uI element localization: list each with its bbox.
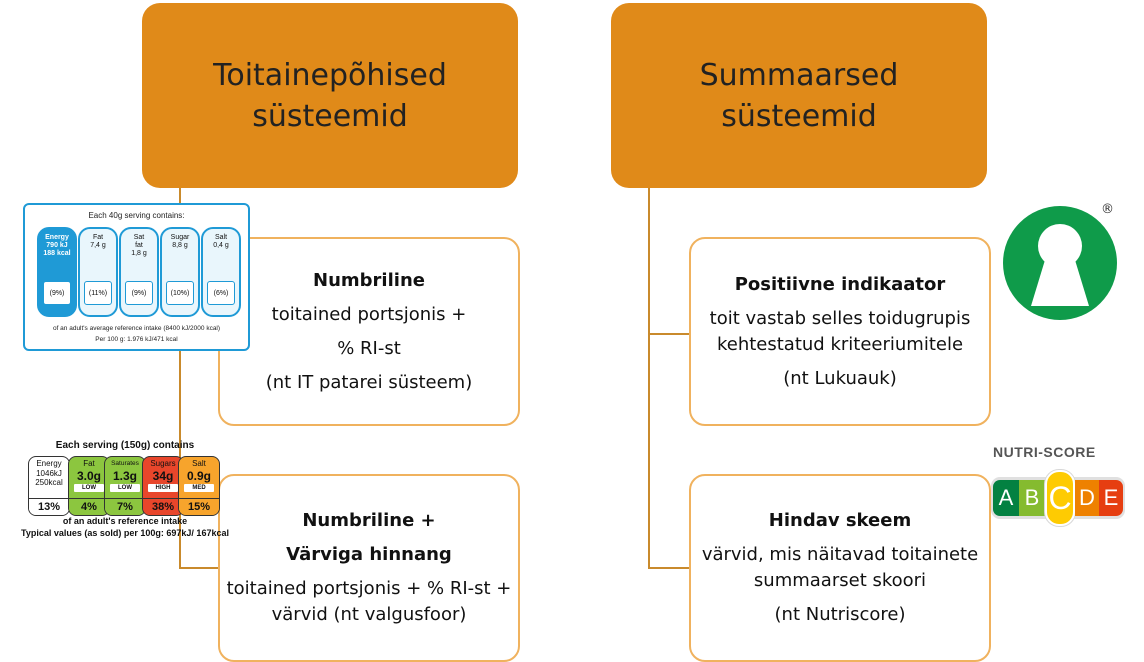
registered-mark: ® <box>1101 202 1114 217</box>
card-numeric-color-line: värvid (nt valgusfoor) <box>271 604 467 625</box>
traffic-bottom-text: Typical values (as sold) per 100g: 697kJ… <box>21 528 229 538</box>
card-grading-scheme: Hindav skeem värvid, mis näitavad toitai… <box>689 474 991 662</box>
connector-left-h2 <box>179 567 219 569</box>
nutriscore-title: NUTRI-SCORE <box>993 444 1096 460</box>
card-positive-line: toit vastab selles toidugrupis <box>709 307 971 329</box>
gda-cell-pct: (9%) <box>43 281 71 305</box>
gda-top-text: Each 40g serving contains: <box>88 211 185 220</box>
header-nutrient-based-line2: süsteemid <box>252 98 408 134</box>
connector-right-h2 <box>648 567 690 569</box>
card-numeric: Numbriline toitained portsjonis + % RI-s… <box>218 237 520 426</box>
card-numeric-color-line: toitained portsjonis + % RI-st + <box>226 578 512 599</box>
card-numeric-line: (nt IT patarei süsteem) <box>265 371 473 393</box>
card-positive-line: (nt Lukuauk) <box>783 367 897 389</box>
card-grading-line: värvid, mis näitavad toitainete <box>701 544 979 565</box>
traffic-cell-pct: 13% <box>29 498 69 515</box>
keyhole-logo <box>1003 206 1117 320</box>
connector-right-h1 <box>648 333 690 335</box>
gda-bottom-text: Per 100 g: 1.976 kJ/471 kcal <box>95 336 178 343</box>
traffic-cell-pct: 38% <box>143 498 183 515</box>
card-numeric-color-title: Numbriline + <box>302 510 436 531</box>
gda-cell-pct: (11%) <box>84 281 112 305</box>
header-summary-line1: Summaarsed <box>699 57 899 93</box>
traffic-cell-saturates: Saturates 1.3g LOW 7% <box>104 456 146 516</box>
traffic-cell-sugars: Sugars 34g HIGH 38% <box>142 456 184 516</box>
header-nutrient-based-line1: Toitainepõhised <box>213 57 447 93</box>
card-grading-line: (nt Nutriscore) <box>774 604 906 625</box>
card-grading-line: summaarset skoori <box>753 570 927 591</box>
nutriscore-bar: A B C D E <box>991 470 1125 530</box>
card-positive-line: kehtestatud kriteeriumitele <box>716 333 964 355</box>
card-positive-title: Positiivne indikaator <box>734 273 946 295</box>
nutriscore-letter-e: E <box>1099 480 1123 516</box>
traffic-cell-pct: 7% <box>105 498 145 515</box>
traffic-cell-pct: 4% <box>69 498 109 515</box>
gda-cell-pct: (6%) <box>207 281 235 305</box>
gda-bottom-text: of an adult's average reference intake (… <box>52 325 221 332</box>
card-grading-title: Hindav skeem <box>768 510 912 531</box>
card-numeric-color: Numbriline + Värviga hinnang toitained p… <box>218 474 520 662</box>
nutriscore-letter-a: A <box>993 480 1019 516</box>
card-positive-indicator: Positiivne indikaator toit vastab selles… <box>689 237 991 426</box>
traffic-bottom-text: of an adult's reference intake <box>62 516 188 526</box>
card-numeric-color-title: Värviga hinnang <box>286 544 452 565</box>
connector-left-vertical <box>179 188 181 568</box>
gda-cell-pct: (10%) <box>166 281 194 305</box>
traffic-top-text: Each serving (150g) contains <box>55 440 195 451</box>
gda-cell-pct: (9%) <box>125 281 153 305</box>
header-nutrient-based: Toitainepõhised süsteemid <box>142 3 518 188</box>
card-numeric-title: Numbriline <box>313 269 425 291</box>
header-summary-line2: süsteemid <box>721 98 877 134</box>
card-numeric-line: toitained portsjonis + <box>271 303 467 325</box>
traffic-cell-energy: Energy 1046kJ 250kcal 13% <box>28 456 70 516</box>
nutriscore-letter-c: C <box>1045 470 1075 526</box>
header-summary: Summaarsed süsteemid <box>611 3 987 188</box>
nutriscore-letter-d: D <box>1075 480 1099 516</box>
traffic-cell-fat: Fat 3.0g LOW 4% <box>68 456 110 516</box>
keyhole-icon <box>1031 224 1089 306</box>
connector-right-vertical <box>648 188 650 568</box>
nutriscore-letter-b: B <box>1019 480 1045 516</box>
traffic-light-label: Each serving (150g) contains Energy 1046… <box>0 440 250 542</box>
card-numeric-line: % RI-st <box>337 337 401 359</box>
traffic-cell-pct: 15% <box>179 498 219 515</box>
traffic-cell-salt: Salt 0.9g MED 15% <box>178 456 220 516</box>
